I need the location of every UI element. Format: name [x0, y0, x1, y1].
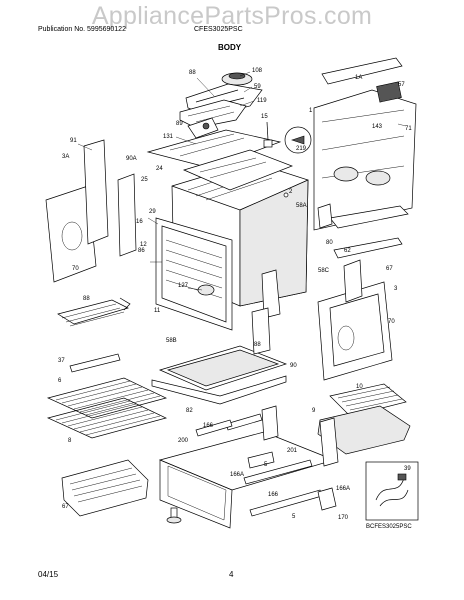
rear-panel [313, 57, 417, 231]
oven-cavity-front [147, 217, 233, 331]
part-label: 58B [166, 338, 177, 344]
oven-floor [151, 307, 288, 405]
part-label: 9 [312, 408, 316, 414]
part-label: 16 [136, 219, 143, 225]
watermark-text: AppliancePartsPros.com [91, 2, 373, 30]
part-label: 10 [356, 384, 363, 390]
part-label: 15 [261, 114, 268, 120]
part-label: 59 [254, 84, 261, 90]
drawer-assembly [158, 405, 339, 529]
part-label: 58C [318, 268, 330, 274]
part-label: 1 [309, 108, 313, 114]
part-label: 37 [58, 358, 65, 364]
broil-pan [317, 383, 411, 455]
publication-number: Publication No. 5995690122 [38, 26, 126, 33]
part-label: 131 [163, 134, 174, 140]
part-label: 70 [72, 266, 79, 272]
part-label: 70 [388, 319, 395, 325]
part-label: 86 [138, 248, 145, 254]
part-label: 3 [394, 286, 398, 292]
footer-date: 04/15 [38, 570, 59, 579]
part-label: 58A [296, 203, 307, 209]
part-label: 88 [189, 70, 196, 76]
rack-guide [69, 353, 121, 373]
part-label: 108 [252, 68, 263, 74]
part-label: 127 [178, 283, 189, 289]
part-label: 219 [296, 146, 307, 152]
left-side-panel [45, 139, 137, 283]
part-label: 170 [338, 515, 349, 521]
part-label: 166A [230, 472, 244, 478]
model-number: CFES3025PSC [194, 26, 243, 33]
part-label: 119 [257, 98, 267, 104]
part-labels: 88 108 59 119 131 89 15 219 1A 57 1 143 … [58, 68, 412, 530]
part-label: 90A [126, 156, 137, 162]
part-label: 200 [178, 438, 189, 444]
part-label: 24 [156, 166, 163, 172]
part-label: 201 [287, 448, 298, 454]
leg-bracket [317, 487, 337, 511]
part-label: 3A [62, 154, 69, 160]
part-label: 1A [355, 75, 362, 81]
wiring-inset [365, 461, 419, 521]
bake-element [57, 297, 131, 327]
part-label: 8 [68, 438, 72, 444]
part-label: 57 [398, 82, 405, 88]
part-label: 62 [344, 248, 351, 254]
part-label: 29 [149, 209, 156, 215]
part-label: 166 [203, 423, 214, 429]
right-side-panel [261, 259, 393, 381]
part-label: 88 [254, 342, 261, 348]
section-title: BODY [218, 43, 242, 52]
part-label: 80 [326, 240, 333, 246]
inset-label: BCFES3025PSC [366, 524, 412, 530]
part-label: 71 [405, 126, 412, 132]
part-label: 25 [141, 177, 148, 183]
part-label: 12 [140, 242, 147, 248]
oven-racks [46, 377, 168, 439]
part-label: 143 [372, 124, 383, 130]
part-label: 2 [289, 189, 293, 195]
footer-page-number: 4 [229, 570, 234, 579]
leveling-leg [166, 507, 182, 524]
blower-assembly [179, 71, 263, 129]
part-label: 5 [292, 514, 296, 520]
part-label: 67 [62, 504, 69, 510]
sensor-inset [263, 121, 312, 154]
part-label: 166 [268, 492, 279, 498]
part-label: 88 [83, 296, 90, 302]
right-brackets [317, 203, 409, 259]
part-label: 90 [290, 363, 297, 369]
broil-element [61, 459, 149, 517]
top-panel [146, 117, 282, 169]
part-label: 166A [336, 486, 350, 492]
part-label: 5 [264, 462, 268, 468]
part-label: 39 [404, 466, 411, 472]
part-label: 11 [154, 308, 161, 314]
part-label: 82 [186, 408, 193, 414]
part-label: 6 [58, 378, 62, 384]
part-label: 67 [386, 266, 393, 272]
part-label: 89 [176, 121, 183, 127]
part-label: 91 [70, 138, 77, 144]
